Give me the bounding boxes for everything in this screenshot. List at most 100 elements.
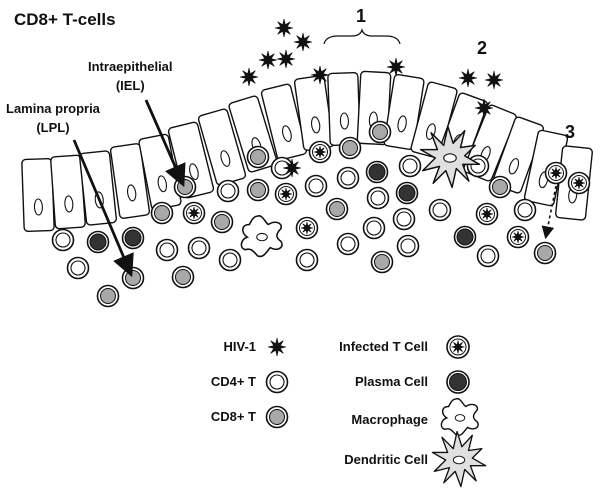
plasma-nucleus <box>398 184 416 202</box>
plasma-cell <box>86 230 110 254</box>
epithelial-nucleus <box>311 116 321 134</box>
iel-label-line1: Intraepithelial <box>88 59 173 74</box>
cd4-inner <box>432 202 448 218</box>
marker-1: 1 <box>356 6 367 26</box>
epithelial-nucleus <box>339 112 349 130</box>
macrophage-nucleus <box>256 232 268 242</box>
epithelial-cell-body <box>79 150 117 226</box>
cd8-t-cell <box>246 178 270 202</box>
plasma-nucleus <box>89 233 107 251</box>
cd4-inner <box>396 211 412 227</box>
hiv-virion <box>474 98 494 118</box>
plasma-cell <box>121 226 145 250</box>
lpl-label-line2: (LPL) <box>36 120 70 135</box>
epithelial-nucleus <box>64 195 74 213</box>
cd8-t-cell <box>246 145 270 169</box>
diagram-title: CD8+ T-cells <box>14 10 116 29</box>
cd8-nucleus <box>100 288 116 304</box>
epithelial-cell <box>109 143 151 219</box>
infected-t-cell <box>274 182 298 206</box>
cd4-inner <box>299 252 315 268</box>
legend-plasma-nucleus <box>449 373 467 391</box>
legend-hiv-label: HIV-1 <box>223 339 256 354</box>
cd4-t-cell <box>218 248 242 272</box>
marker-3: 3 <box>565 122 576 142</box>
cd4-t-cell <box>336 232 360 256</box>
cd8-t-cell <box>150 201 174 225</box>
cd8-t-cell <box>488 175 512 199</box>
cd8-nucleus <box>492 179 508 195</box>
legend-plasma-label: Plasma Cell <box>355 374 428 389</box>
cd4-inner <box>402 158 418 174</box>
iel-label-line2: (IEL) <box>115 78 145 93</box>
epithelial-cell-body <box>383 73 425 151</box>
epithelial-nucleus <box>189 163 199 181</box>
cd8-nucleus <box>154 205 170 221</box>
plasma-cell <box>395 181 419 205</box>
cd4-inner <box>159 242 175 258</box>
cd8-nucleus <box>374 254 390 270</box>
infected-virus <box>549 166 563 180</box>
cd8-nucleus <box>372 124 388 140</box>
plasma-cell <box>365 160 389 184</box>
epithelial-cell <box>327 71 361 147</box>
legend-dendritic-label: Dendritic Cell <box>344 452 428 467</box>
legend-cd4-icon <box>265 370 289 394</box>
cd4-t-cell <box>187 236 211 260</box>
epithelial-cell <box>50 154 86 230</box>
plasma-nucleus <box>456 228 474 246</box>
infected-t-cell <box>308 140 332 164</box>
cd8-nucleus <box>342 140 358 156</box>
cd8-nucleus <box>125 270 141 286</box>
legend-plasma-icon <box>446 370 470 394</box>
cd4-inner <box>517 202 533 218</box>
iel-label: Intraepithelial (IEL) <box>88 57 173 95</box>
cd4-t-cell <box>398 154 422 178</box>
cd8-t-cell <box>96 284 120 308</box>
epithelial-cell <box>383 73 425 151</box>
epithelial-cell-body <box>21 157 55 233</box>
cd4-t-cell <box>51 228 75 252</box>
cd8-nucleus <box>214 214 230 230</box>
marker-2: 2 <box>477 38 488 58</box>
infected-virus <box>300 221 314 235</box>
epithelial-cell-body <box>260 83 308 161</box>
cd4-inner <box>340 170 356 186</box>
cd8-nucleus <box>177 179 193 195</box>
cd8-t-cell <box>533 241 557 265</box>
legend-cd8-nucleus <box>269 409 285 425</box>
cd8-t-cell <box>173 175 197 199</box>
legend-infected-label: Infected T Cell <box>339 339 428 354</box>
cd8-t-cell <box>370 250 394 274</box>
cd4-t-cell <box>155 238 179 262</box>
infected-t-cell <box>544 161 568 185</box>
epithelial-cell <box>260 83 308 161</box>
infected-virus <box>480 207 494 221</box>
dendritic-nucleus <box>443 153 457 163</box>
cd8-t-cell <box>210 210 234 234</box>
infected-t-cell <box>182 201 206 225</box>
cd4-t-cell <box>513 198 537 222</box>
cd8-t-cell <box>368 120 392 144</box>
legend-infected-icon <box>446 335 470 359</box>
plasma-nucleus <box>124 229 142 247</box>
cd8-t-cell <box>338 136 362 160</box>
cd4-inner <box>70 260 86 276</box>
infected-t-cell <box>295 216 319 240</box>
cd4-t-cell <box>392 207 416 231</box>
cd4-inner <box>55 232 71 248</box>
lpl-label: Lamina propria (LPL) <box>6 99 100 137</box>
infected-t-cell <box>506 225 530 249</box>
legend-macrophage-label: Macrophage <box>351 412 428 427</box>
legend-cd4-label: CD4+ T <box>210 374 256 389</box>
plasma-cell <box>453 225 477 249</box>
cd4-inner <box>308 178 324 194</box>
epithelial-nucleus <box>397 115 407 133</box>
cd4-inner <box>370 190 386 206</box>
cd4-t-cell <box>476 244 500 268</box>
cd4-t-cell <box>366 186 390 210</box>
cd4-t-cell <box>216 179 240 203</box>
cd8-t-cell <box>325 197 349 221</box>
